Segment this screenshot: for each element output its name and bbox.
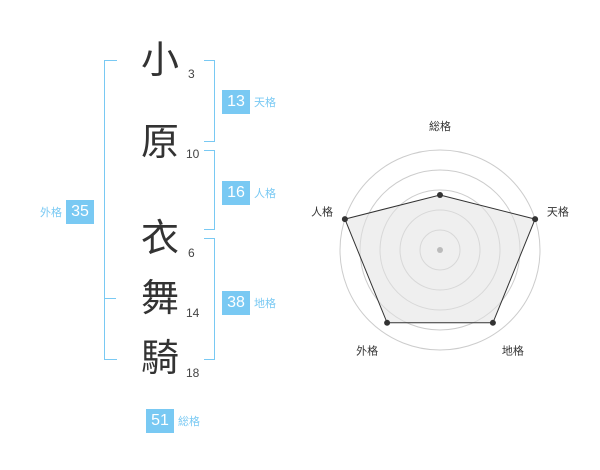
soukaku-value: 51 (146, 409, 174, 433)
name-char-3: 衣 (140, 216, 179, 260)
radar-axis-label-3: 地格 (502, 343, 524, 357)
gaikaku-badge: 35 外格 (40, 200, 94, 224)
stroke-count-1: 3 (188, 67, 195, 81)
radar-area (344, 194, 536, 324)
radar-point-2 (532, 216, 539, 223)
radar-point-4 (384, 319, 391, 326)
tenkaku-badge: 13 天格 (222, 90, 276, 114)
radar-point-3 (489, 319, 496, 326)
radar-axis-label-2: 天格 (547, 205, 569, 219)
soukaku-badge: 51 総格 (146, 409, 200, 433)
radar-axis-label-1: 総格 (429, 119, 451, 133)
gaikaku-label: 外格 (40, 206, 62, 219)
lower-bracket-tick (104, 298, 116, 299)
name-char-1: 小 (140, 38, 179, 82)
name-char-5: 騎 (140, 336, 179, 380)
stroke-count-2: 10 (186, 147, 200, 161)
radar-ring-5 (339, 149, 541, 351)
jinkaku-value: 16 (222, 181, 250, 205)
chikaku-badge: 38 地格 (222, 291, 276, 315)
jinkaku-badge: 16 人格 (222, 181, 276, 205)
tenkaku-bracket (204, 60, 215, 142)
stroke-count-5: 18 (186, 366, 200, 380)
gaikaku-value: 35 (66, 200, 94, 224)
chikaku-label: 地格 (254, 297, 276, 310)
radar-axis-label-4: 外格 (356, 343, 378, 357)
radar-point-5 (341, 216, 348, 223)
tenkaku-value: 13 (222, 90, 250, 114)
radar-center (437, 247, 443, 253)
soukaku-label: 総格 (178, 415, 200, 428)
name-char-2: 原 (140, 120, 179, 164)
radar-point-1 (437, 192, 443, 198)
stroke-count-4: 14 (186, 306, 200, 320)
chikaku-value: 38 (222, 291, 250, 315)
gaikaku-bracket (104, 60, 117, 360)
stroke-count-3: 6 (188, 246, 195, 260)
name-char-4: 舞 (140, 276, 179, 320)
radar-axis-label-5: 人格 (311, 205, 333, 219)
tenkaku-label: 天格 (254, 96, 276, 109)
jinkaku-label: 人格 (254, 187, 276, 200)
chikaku-bracket (204, 238, 215, 360)
jinkaku-bracket (204, 150, 215, 230)
